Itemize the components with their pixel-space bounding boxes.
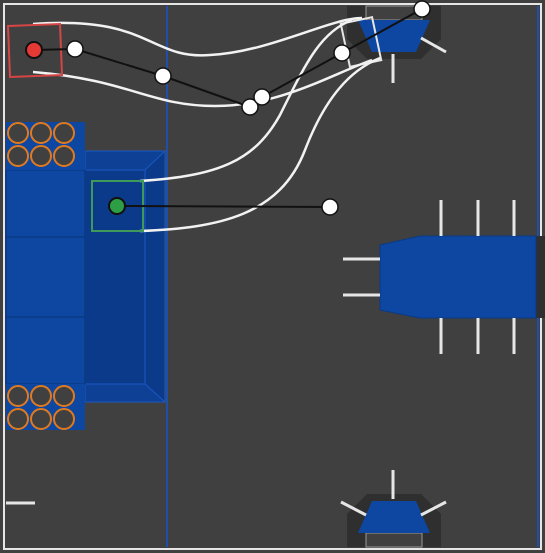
cone [53,145,75,167]
goal-marker[interactable] [108,197,126,215]
waypoint-link [116,205,331,208]
pod-top [339,5,447,83]
trajectory-curves [32,16,381,233]
waypoint-6[interactable] [413,0,431,18]
waypoints [66,0,431,216]
cone [30,122,52,144]
pod-bottom [340,470,447,548]
block-3 [5,316,86,385]
block-1 [5,169,86,238]
loading-platform [84,150,167,403]
start-box [6,22,64,79]
trajectory-curve [32,58,373,108]
waypoint-5[interactable] [333,44,351,62]
block-stack [5,169,86,385]
platform-side-panel [84,150,166,403]
block-2 [5,236,86,318]
waypoint-2[interactable] [154,67,172,85]
cone [7,385,29,407]
cone-rack-bottom [6,384,85,430]
waypoint-3[interactable] [241,98,259,116]
pod-top-arm [420,36,447,54]
cone [53,122,75,144]
start-marker[interactable] [25,41,43,59]
cone-rack-top [6,122,85,170]
robot-right [343,200,545,354]
waypoint-7[interactable] [321,198,339,216]
pod-bottom-arm [420,500,447,517]
cone [30,385,52,407]
cone [30,408,52,430]
waypoint-link [341,8,423,54]
waypoint-link [162,75,251,108]
waypoint-link [261,52,343,98]
trajectory-curve [139,18,353,183]
waypoint-link [74,48,164,77]
trajectory-curve [139,56,381,233]
cone [7,408,29,430]
pod-bottom-arm [340,500,367,517]
pod-bottom-slot [365,532,423,548]
trajectory-curve [32,16,363,57]
robot-right-bumper [535,236,545,318]
robot-right-body [379,235,537,319]
cone [7,122,29,144]
waypoint-4[interactable] [253,88,271,106]
cone [53,408,75,430]
cone [30,145,52,167]
cone [7,145,29,167]
cone [53,385,75,407]
pod-bottom-body [358,501,430,533]
pod-top-body [358,20,430,52]
waypoint-1[interactable] [66,40,84,58]
